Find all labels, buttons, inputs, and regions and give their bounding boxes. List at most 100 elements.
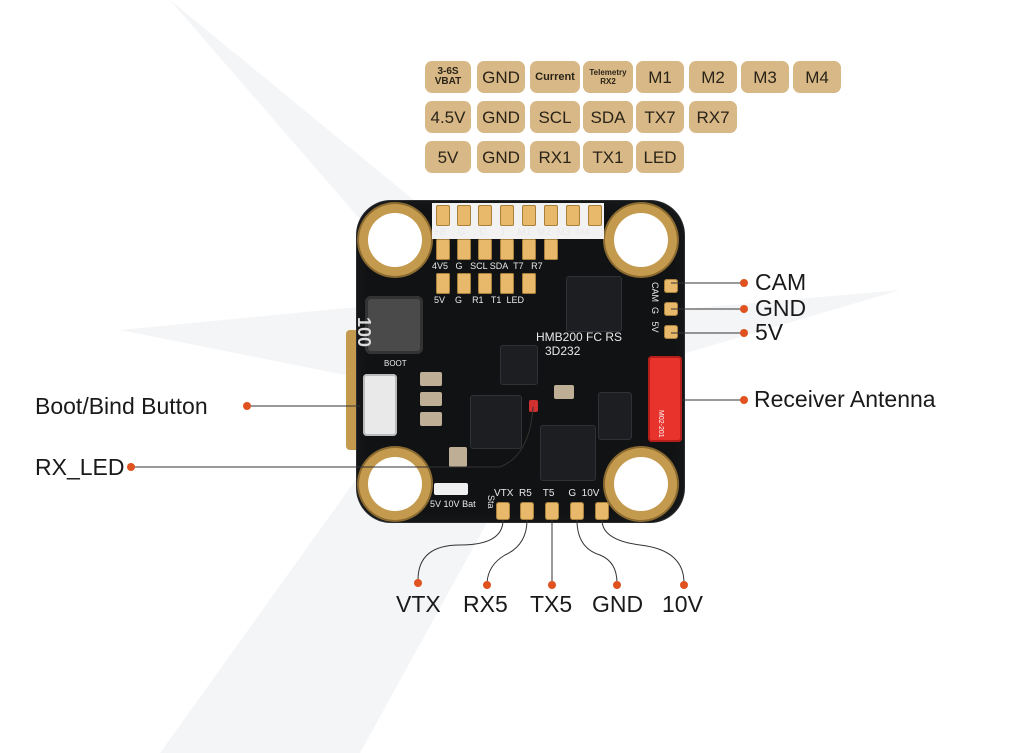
pad-telemetry bbox=[500, 205, 514, 226]
capacitor-3 bbox=[420, 412, 442, 426]
pad-5v-right bbox=[664, 325, 678, 339]
silk-r5: R5 bbox=[519, 488, 532, 499]
callout-5v: 5V bbox=[755, 319, 784, 345]
silk-t5: T5 bbox=[542, 488, 555, 499]
silk-bottom-pad-labels: VTX R5 T5 G 10V bbox=[494, 489, 599, 499]
status-labels-row: 5V 10V Bat bbox=[430, 500, 476, 509]
capacitor-2 bbox=[420, 392, 442, 406]
crystal bbox=[554, 385, 574, 399]
pad-scl bbox=[478, 239, 492, 260]
pad-m3 bbox=[566, 205, 580, 226]
legend-chip-vbat: 3-6S VBAT bbox=[425, 61, 471, 93]
legend-chip-gnd: GND bbox=[477, 61, 525, 93]
pad-gnd-2 bbox=[457, 239, 471, 260]
legend-chip-gnd-3: GND bbox=[477, 141, 525, 173]
pad-m2 bbox=[544, 205, 558, 226]
silk-vbat: +B bbox=[434, 227, 447, 238]
legend-chip-sda: SDA bbox=[583, 101, 633, 133]
legend-chip-scl: SCL bbox=[530, 101, 580, 133]
legend-chip-tx1: TX1 bbox=[583, 141, 633, 173]
legend-row-2: 4.5V GND SCL SDA TX7 RX7 bbox=[425, 101, 845, 133]
silk-status-10v: 10V bbox=[443, 499, 460, 509]
status-leds bbox=[434, 483, 468, 495]
legend-chip-led: LED bbox=[636, 141, 684, 173]
receiver-chip bbox=[540, 425, 596, 481]
silk-sda: SDA bbox=[489, 261, 509, 271]
mounting-hole-bottom-right bbox=[614, 457, 668, 511]
silk-g: G bbox=[457, 227, 466, 238]
pad-m4 bbox=[588, 205, 602, 226]
pad-tx7 bbox=[522, 239, 536, 260]
callout-gnd-right: GND bbox=[755, 295, 807, 321]
pad-sda bbox=[500, 239, 514, 260]
silk-scl: SCL bbox=[470, 261, 488, 271]
silk-mid-row-labels: 4V5 G SCL SDA T7 R7 bbox=[432, 262, 543, 271]
legend-chip-4v5: 4.5V bbox=[425, 101, 471, 133]
silk-5v: 5V bbox=[434, 295, 446, 305]
silk-low-row-labels: 5V G R1 T1 LED bbox=[434, 296, 524, 305]
callout-vtx: VTX bbox=[396, 591, 441, 617]
callout-rx5: RX5 bbox=[463, 591, 508, 617]
pad-rx1 bbox=[478, 273, 492, 294]
silk-g-3: G bbox=[455, 295, 463, 305]
legend-chip-tx7: TX7 bbox=[636, 101, 684, 133]
mounting-hole-bottom-left bbox=[368, 457, 422, 511]
osd-chip bbox=[598, 392, 632, 440]
inductor bbox=[365, 296, 423, 354]
legend-chip-telemetry-line2: RX2 bbox=[600, 77, 616, 86]
silk-g-bottom: G bbox=[568, 488, 577, 499]
silk-m4: M4 bbox=[575, 227, 590, 238]
capacitor-1 bbox=[420, 372, 442, 386]
rx-led-light bbox=[529, 400, 538, 412]
callout-boot-bind-button: Boot/Bind Button bbox=[35, 393, 208, 419]
pad-led bbox=[522, 273, 536, 294]
legend-chip-m2: M2 bbox=[689, 61, 737, 93]
pad-4v5 bbox=[436, 239, 450, 260]
legend-row-1: 3-6S VBAT GND Current Telemetry RX2 M1 M… bbox=[425, 61, 845, 93]
pad-current bbox=[478, 205, 492, 226]
legend-chip-vbat-line2: VBAT bbox=[434, 76, 462, 87]
board-code: 3D232 bbox=[545, 344, 581, 358]
silk-c: C bbox=[479, 227, 487, 238]
legend-chip-vbat-line1: 3-6S bbox=[437, 66, 459, 77]
legend-chip-gnd-2: GND bbox=[477, 101, 525, 133]
silk-m1: M1 bbox=[517, 227, 532, 238]
silk-led: LED bbox=[506, 295, 524, 305]
mounting-hole-top-right bbox=[614, 213, 668, 267]
legend-chip-telemetry: Telemetry RX2 bbox=[583, 61, 633, 93]
silk-t1: T1 bbox=[490, 295, 502, 305]
silk-m2: M2 bbox=[536, 227, 551, 238]
pad-5v bbox=[436, 273, 450, 294]
boot-bind-button[interactable] bbox=[363, 374, 397, 436]
callout-cam: CAM bbox=[755, 269, 807, 295]
callout-10v: 10V bbox=[662, 591, 703, 617]
legend-chip-m4: M4 bbox=[793, 61, 841, 93]
pad-m1 bbox=[522, 205, 536, 226]
silk-top-row-labels: +B G C T M1 M2 M3 M4 bbox=[434, 228, 590, 238]
legend-chip-5v: 5V bbox=[425, 141, 471, 173]
legend-row-3: 5V GND RX1 TX1 LED bbox=[425, 141, 845, 173]
silk-r1: R1 bbox=[472, 295, 484, 305]
silk-status-bat: Bat bbox=[462, 499, 476, 509]
silk-vtx: VTX bbox=[494, 488, 514, 499]
silk-4v5: 4V5 bbox=[432, 261, 449, 271]
legend-chip-rx7: RX7 bbox=[689, 101, 737, 133]
capacitor-4 bbox=[449, 447, 467, 467]
pad-tx1 bbox=[500, 273, 514, 294]
legend-chip-current: Current bbox=[530, 61, 580, 93]
boot-silk-label: BOOT bbox=[384, 359, 407, 368]
silk-t: T bbox=[500, 227, 507, 238]
mcu-chip bbox=[470, 395, 522, 449]
legend-chip-m1: M1 bbox=[636, 61, 684, 93]
mounting-hole-top-left bbox=[368, 213, 422, 267]
silk-m3: M3 bbox=[556, 227, 571, 238]
legend-chip-m3: M3 bbox=[741, 61, 789, 93]
silk-status-5v: 5V bbox=[430, 499, 442, 509]
callout-gnd-bottom: GND bbox=[592, 591, 644, 617]
gyro-chip bbox=[500, 345, 538, 385]
board-name: HMB200 FC RS bbox=[536, 330, 623, 344]
pad-gnd bbox=[457, 205, 471, 226]
pad-gnd-3 bbox=[457, 273, 471, 294]
